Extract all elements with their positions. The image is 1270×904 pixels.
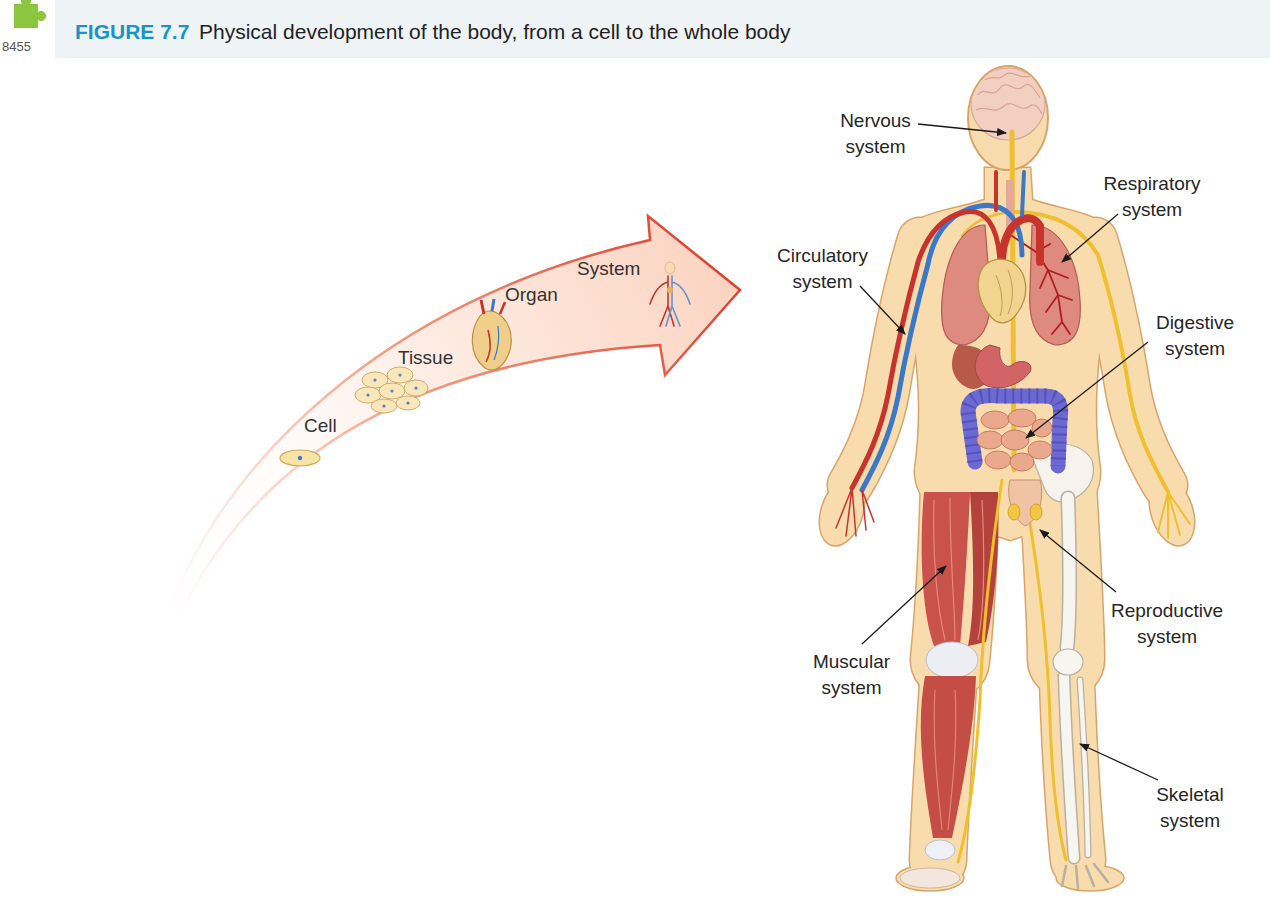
stage-label: Cell xyxy=(304,413,337,439)
text-holder: Circulatory system xyxy=(766,243,879,295)
text-holder: Digestive system xyxy=(1143,310,1247,362)
text-holder: Organ xyxy=(505,282,558,308)
stage-label: Tissue xyxy=(398,345,453,371)
text-holder: Physical development of the body, from a… xyxy=(199,17,790,46)
system-label: Circulatory system xyxy=(766,243,879,295)
text-holder: Skeletal system xyxy=(1142,782,1238,834)
system-label: Muscular system xyxy=(800,649,903,701)
header-bar xyxy=(55,0,1270,58)
stage-label: Organ xyxy=(505,282,558,308)
stage-label: System xyxy=(577,256,640,282)
text-holder: 8455 xyxy=(2,38,31,56)
figure-number: FIGURE 7.7 xyxy=(75,17,189,46)
text-holder: Reproductive system xyxy=(1103,598,1231,650)
system-label: Digestive system xyxy=(1143,310,1247,362)
text-holder: Nervous system xyxy=(826,108,925,160)
system-label: Respiratory system xyxy=(1093,171,1211,223)
text-holder: System xyxy=(577,256,640,282)
system-label: Skeletal system xyxy=(1142,782,1238,834)
page-number: 8455 xyxy=(2,38,31,56)
text-holder: Muscular system xyxy=(800,649,903,701)
text-holder: Cell xyxy=(304,413,337,439)
tissue-icon xyxy=(355,367,428,413)
text-holder: FIGURE 7.7 xyxy=(75,17,189,46)
cell-icon xyxy=(280,450,320,466)
system-icon xyxy=(650,262,690,326)
development-arrow xyxy=(170,216,740,618)
puzzle-icon xyxy=(14,0,46,28)
system-label: Reproductive system xyxy=(1103,598,1231,650)
figure-title: Physical development of the body, from a… xyxy=(199,17,790,46)
text-holder: Respiratory system xyxy=(1093,171,1211,223)
text-holder: Tissue xyxy=(398,345,453,371)
heart-icon xyxy=(472,299,511,370)
leader-lines xyxy=(860,124,1158,780)
system-label: Nervous system xyxy=(826,108,925,160)
